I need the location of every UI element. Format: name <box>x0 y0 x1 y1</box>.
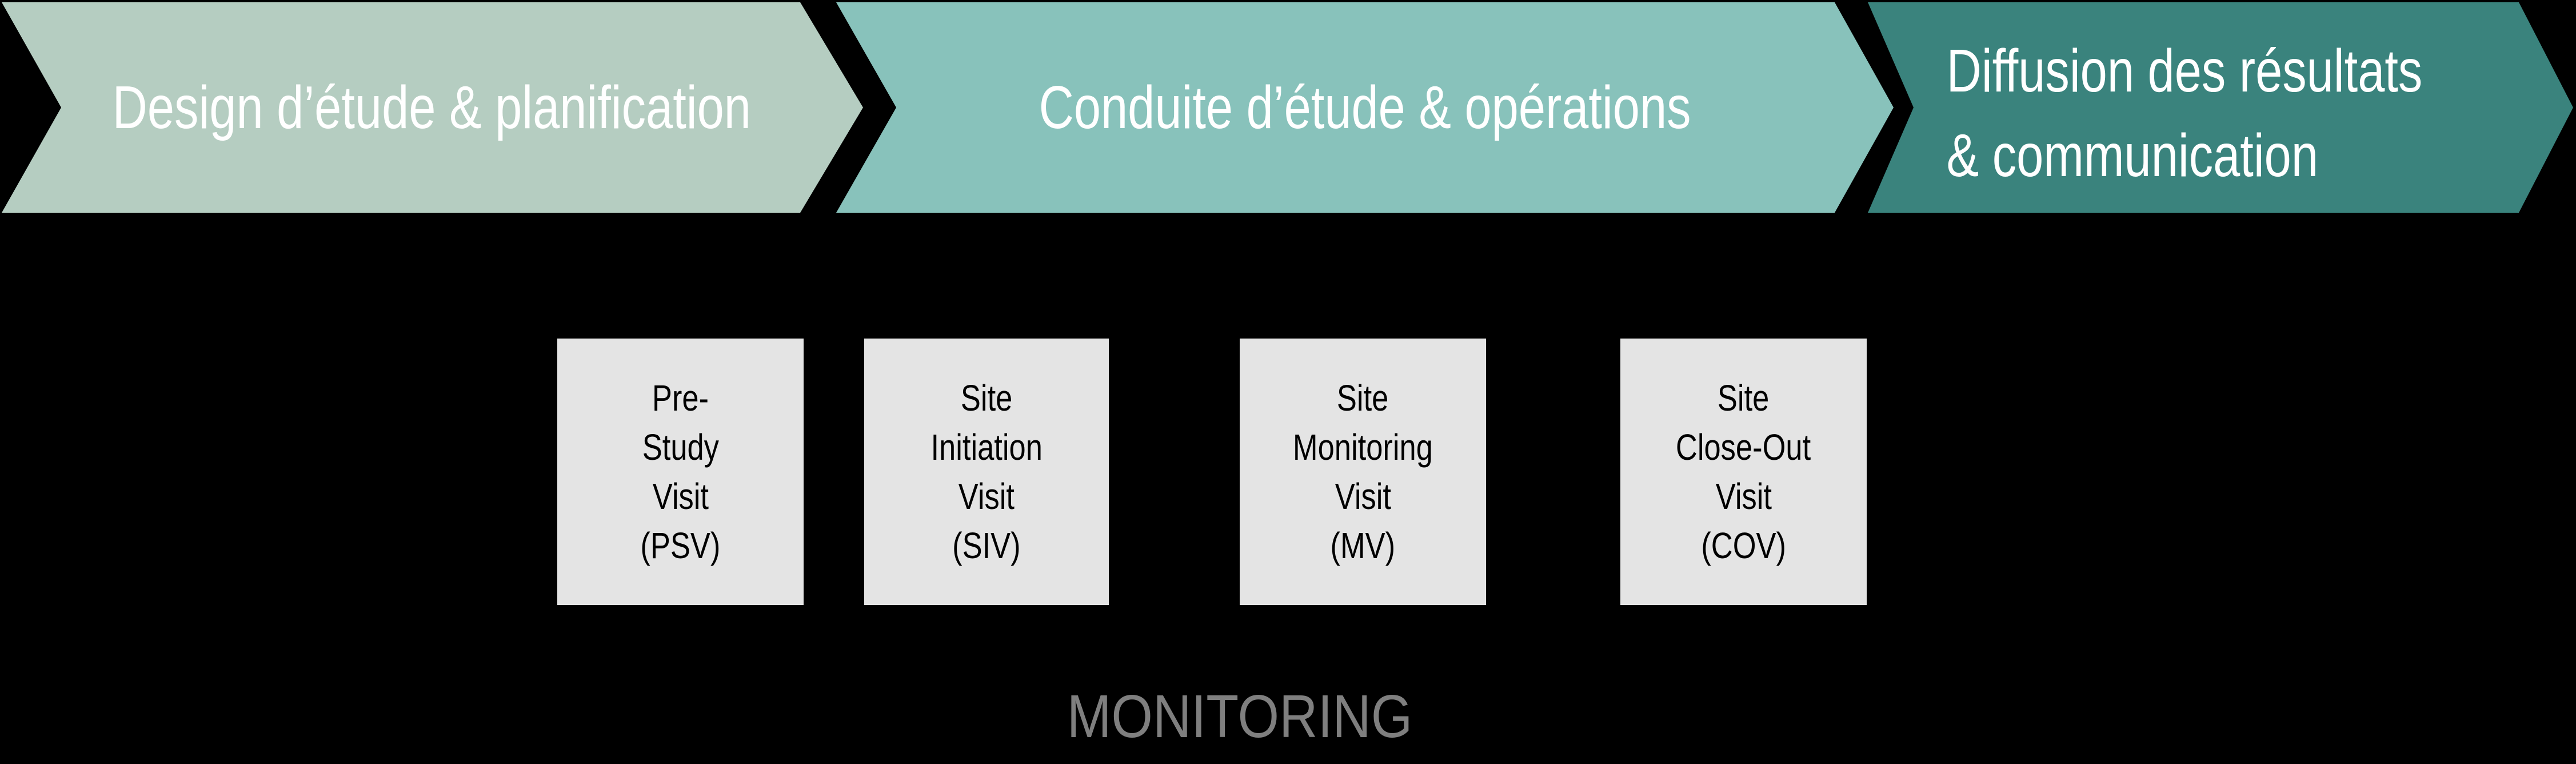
visit-box-psv: Pre- Study Visit (PSV) <box>557 339 804 605</box>
stage-chevron-design: Design d’étude & planification <box>2 2 863 213</box>
visit-cov-line-4: (COV) <box>1701 525 1786 566</box>
stage-label-conduite: Conduite d’étude & opérations <box>1039 74 1691 141</box>
stage-label-design: Design d’étude & planification <box>112 74 751 141</box>
visit-psv-line-3: Visit <box>652 476 709 517</box>
visit-siv-line-1: Site <box>960 377 1013 419</box>
visit-mv-line-2: Monitoring <box>1292 427 1433 468</box>
visit-siv-line-2: Initiation <box>930 427 1043 468</box>
stage-chevron-conduite: Conduite d’étude & opérations <box>836 2 1894 213</box>
visit-siv-line-3: Visit <box>958 476 1015 517</box>
visit-psv-line-4: (PSV) <box>640 525 721 566</box>
stage-label-diffusion-line-2: & communication <box>1946 122 2319 189</box>
visit-box-siv: Site Initiation Visit (SIV) <box>864 339 1109 605</box>
monitoring-label: MONITORING <box>1067 683 1413 750</box>
visit-psv-line-1: Pre- <box>652 377 709 419</box>
visit-mv-line-4: (MV) <box>1330 525 1396 566</box>
visit-mv-line-1: Site <box>1337 377 1389 419</box>
visit-psv-line-2: Study <box>642 427 719 468</box>
stage-label-diffusion-line-1: Diffusion des résultats <box>1946 37 2423 105</box>
visit-cov-line-2: Close-Out <box>1676 427 1811 468</box>
visit-mv-line-3: Visit <box>1335 476 1391 517</box>
stage-label-diffusion: Diffusion des résultats & communication <box>1868 17 2423 198</box>
visit-box-mv: Site Monitoring Visit (MV) <box>1240 339 1486 605</box>
visit-cov-line-1: Site <box>1718 377 1770 419</box>
visit-box-cov: Site Close-Out Visit (COV) <box>1620 339 1867 605</box>
visit-cov-line-3: Visit <box>1715 476 1772 517</box>
stage-chevron-diffusion: Diffusion des résultats & communication <box>1868 2 2573 213</box>
visit-siv-line-4: (SIV) <box>952 525 1021 566</box>
